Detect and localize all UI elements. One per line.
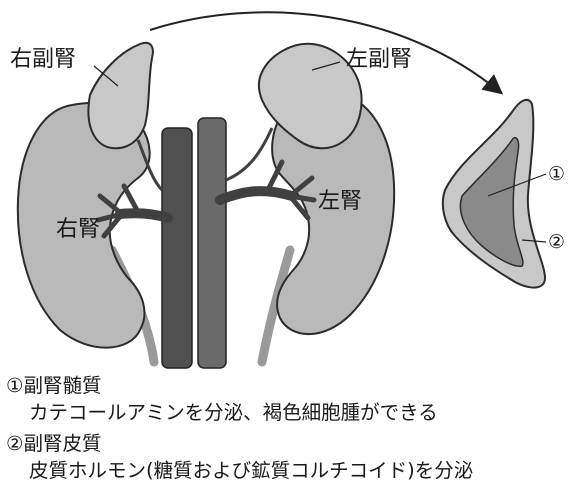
legend-item-medulla: ①副腎髄質 カテコールアミンを分泌、褐色細胞腫ができる xyxy=(6,372,572,426)
legend-description: 皮質ホルモン(糖質および鉱質コルチコイド)を分泌 xyxy=(6,457,572,484)
inferior-vena-cava xyxy=(162,128,192,368)
legend-description: カテコールアミンを分泌、褐色細胞腫ができる xyxy=(6,399,572,426)
right-kidney-label: 右腎 xyxy=(56,217,100,242)
right-adrenal-label: 右副腎 xyxy=(10,47,76,72)
left-adrenal-label: 左副腎 xyxy=(346,47,412,72)
left-kidney-label: 左腎 xyxy=(318,189,362,214)
left-adrenal-vessel xyxy=(226,128,272,180)
legend-title: ②副腎皮質 xyxy=(6,430,572,457)
legend: ①副腎髄質 カテコールアミンを分泌、褐色細胞腫ができる ②副腎皮質 皮質ホルモン… xyxy=(6,372,572,488)
adrenal-kidney-diagram: 右副腎 左副腎 右腎 左腎 ① ② xyxy=(0,0,577,370)
marker-2-label: ② xyxy=(548,231,565,253)
left-renal-vessel xyxy=(220,191,292,200)
legend-item-cortex: ②副腎皮質 皮質ホルモン(糖質および鉱質コルチコイド)を分泌 xyxy=(6,430,572,484)
right-renal-vessel xyxy=(120,213,168,218)
aorta xyxy=(198,118,226,368)
marker-1-label: ① xyxy=(548,163,565,185)
legend-title: ①副腎髄質 xyxy=(6,372,572,399)
